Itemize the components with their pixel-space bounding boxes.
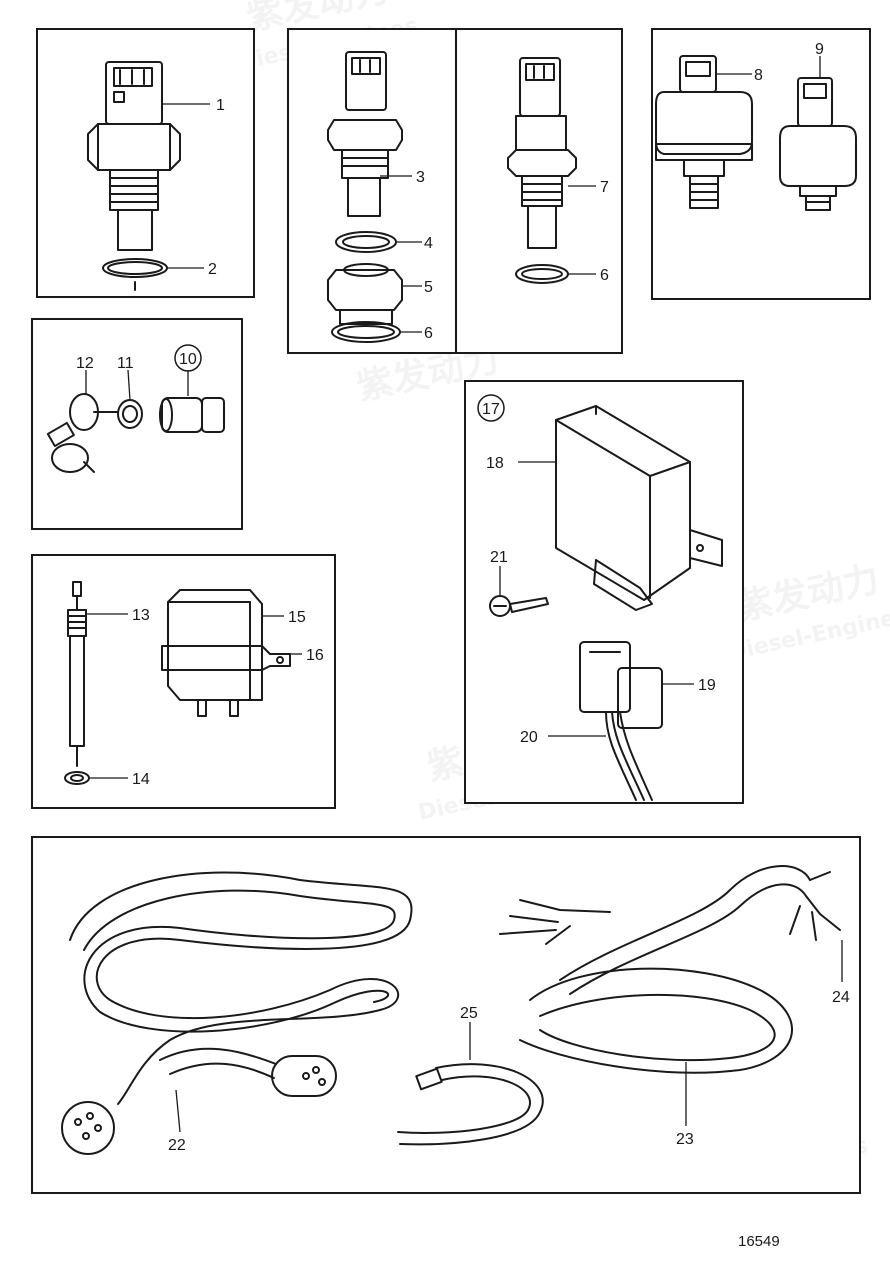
sender-with-adapter-drawing (327, 51, 403, 343)
callout-7: 7 (600, 179, 609, 196)
callout-14: 14 (132, 771, 150, 788)
pressure-sender-8-drawing (655, 55, 753, 209)
callout-23: 23 (676, 1131, 694, 1148)
callout-16: 16 (306, 647, 324, 664)
callout-10: 10 (179, 351, 197, 368)
relay-drawing (161, 589, 291, 717)
callout-17: 17 (482, 401, 500, 418)
pressure-sender-9-drawing (779, 77, 857, 211)
callout-4: 4 (424, 235, 433, 252)
leader-lines (85, 56, 843, 1133)
ignition-switch-drawing (46, 393, 225, 473)
callout-1: 1 (216, 97, 225, 114)
callout-25: 25 (460, 1005, 478, 1022)
panel-pressure-senders (651, 28, 871, 300)
callout-24: 24 (832, 989, 850, 1006)
callout-15: 15 (288, 609, 306, 626)
sender-drawing (507, 57, 577, 284)
callout-8: 8 (754, 67, 763, 84)
callout-17-circle (477, 394, 505, 422)
callout-10-circle (174, 344, 202, 372)
callout-22: 22 (168, 1137, 186, 1154)
callout-18: 18 (486, 455, 504, 472)
harness-22-drawing (61, 871, 413, 1155)
callout-3: 3 (416, 169, 425, 186)
cable-tie-drawing (397, 1063, 544, 1146)
callout-21: 21 (490, 549, 508, 566)
callout-9: 9 (815, 41, 824, 58)
panel-control-unit (464, 380, 744, 804)
callout-5: 5 (424, 279, 433, 296)
callout-13: 13 (132, 607, 150, 624)
callout-6: 6 (424, 325, 433, 342)
harness-23-drawing (499, 865, 841, 1074)
callout-labels: 1 2 3 4 5 6 6 7 8 9 10 11 12 13 14 15 16… (76, 41, 850, 1154)
temperature-sender-drawing (87, 61, 181, 291)
callout-2: 2 (208, 261, 217, 278)
figure-number: 16549 (738, 1233, 780, 1250)
callout-20: 20 (520, 729, 538, 746)
callout-11: 11 (117, 355, 134, 372)
control-unit-drawing (489, 405, 723, 801)
callout-19: 19 (698, 677, 716, 694)
glow-plug-drawing (64, 581, 90, 785)
callout-12: 12 (76, 355, 94, 372)
callout-6: 6 (600, 267, 609, 284)
